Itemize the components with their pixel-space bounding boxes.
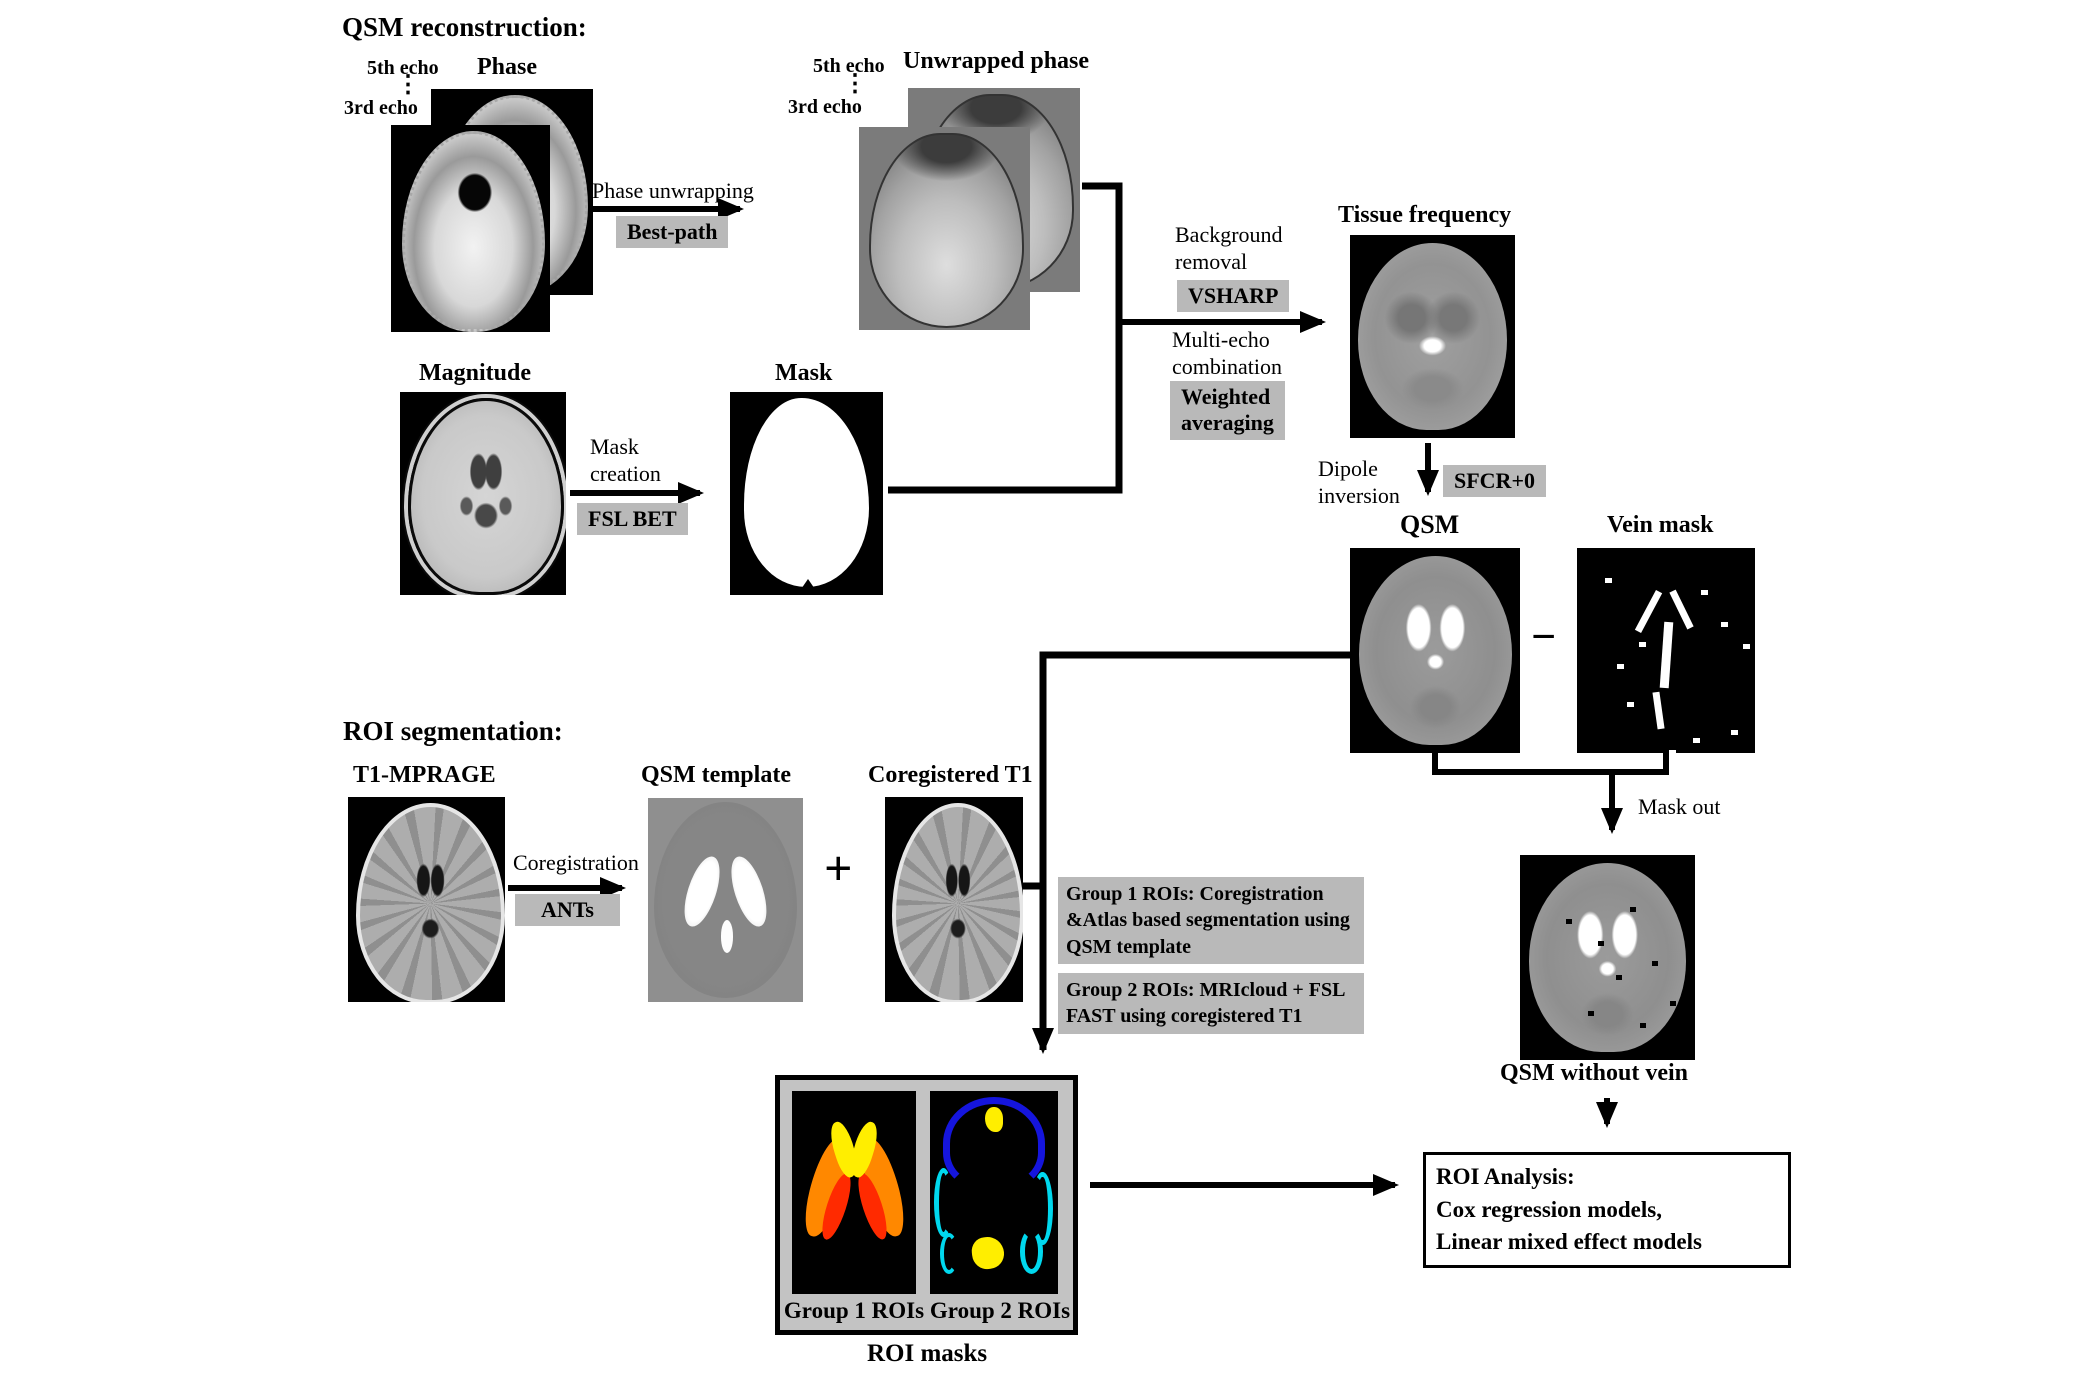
phase-brain-slice-icon bbox=[402, 131, 545, 332]
group2-rois-caption: Group 2 ROIs bbox=[929, 1298, 1071, 1323]
group1-rois-caption: Group 1 ROIs bbox=[783, 1298, 925, 1323]
weighted-averaging-line1: Weighted bbox=[1181, 384, 1271, 409]
section-heading-qsm-reconstruction: QSM reconstruction: bbox=[342, 12, 587, 42]
fsl-bet-method-box: FSL BET bbox=[577, 503, 688, 536]
qsm-brain-icon bbox=[1358, 556, 1512, 745]
vein-branch-icon bbox=[1669, 589, 1695, 630]
temporal-right-roi-icon bbox=[1032, 1172, 1053, 1246]
frontal-cortex-roi-icon bbox=[942, 1097, 1046, 1191]
qsm-image bbox=[1350, 548, 1520, 753]
t1-brain-icon bbox=[355, 803, 505, 1002]
background-removal-line1: Background bbox=[1175, 222, 1283, 247]
template-brain-icon bbox=[654, 802, 797, 998]
weighted-averaging-line2: averaging bbox=[1181, 410, 1274, 436]
group2-rois-image bbox=[930, 1091, 1058, 1294]
tissue-frequency-brain-icon bbox=[1358, 243, 1507, 430]
vsharp-method-box: VSHARP bbox=[1177, 280, 1290, 313]
mask-out-label: Mask out bbox=[1638, 794, 1721, 819]
unwrapped-phase-image-front bbox=[859, 127, 1030, 330]
roi-masks-panel: Group 1 ROIs Group 2 ROIs bbox=[775, 1075, 1078, 1335]
phase-title: Phase bbox=[477, 54, 537, 80]
magnitude-title: Magnitude bbox=[419, 360, 532, 386]
vein-trunk-icon bbox=[1660, 621, 1674, 688]
roi-analysis-line3: Linear mixed effect models bbox=[1436, 1229, 1702, 1255]
mask-creation-line2: creation bbox=[590, 460, 661, 486]
connector-qsm-vein-merge bbox=[1432, 753, 1669, 775]
anterior-yellow-roi-icon bbox=[985, 1107, 1003, 1132]
magnitude-image bbox=[400, 392, 566, 595]
multi-echo-line2: combination bbox=[1172, 353, 1282, 379]
unwrapped-echo-dots: ⋮ bbox=[843, 71, 867, 97]
vein-speckles-icon bbox=[1605, 578, 1612, 583]
qsm-title: QSM bbox=[1400, 510, 1460, 539]
coregistered-t1-image bbox=[885, 797, 1023, 1002]
qsm-template-image bbox=[648, 798, 803, 1002]
mask-image bbox=[730, 392, 883, 595]
roi-analysis-box: ROI Analysis: Cox regression models, Lin… bbox=[1423, 1152, 1791, 1268]
vein-branch-icon bbox=[1652, 691, 1665, 729]
multi-echo-label: Multi-echo combination bbox=[1172, 327, 1332, 381]
tissue-frequency-title: Tissue frequency bbox=[1338, 202, 1512, 228]
coregistered-t1-title: Coregistered T1 bbox=[868, 762, 1033, 788]
phase-unwrapping-label: Phase unwrapping bbox=[592, 178, 754, 203]
sfcr0-method-box: SFCR+0 bbox=[1443, 465, 1546, 498]
group1-method-box: Group 1 ROIs: Coregistration &Atlas base… bbox=[1058, 877, 1364, 965]
dipole-inversion-line2: inversion bbox=[1318, 482, 1400, 508]
qsm-without-vein-title: QSM without vein bbox=[1500, 1060, 1689, 1086]
tissue-frequency-image bbox=[1350, 235, 1515, 438]
unwrapped-echo5-label: 5th echo bbox=[813, 55, 885, 77]
magnitude-brain-icon bbox=[408, 398, 564, 595]
unwrapped-phase-title: Unwrapped phase bbox=[903, 48, 1090, 74]
phase-echo3-label: 3rd echo bbox=[344, 97, 418, 119]
qsm-without-vein-image bbox=[1520, 855, 1695, 1060]
t1-mprage-title: T1-MPRAGE bbox=[353, 762, 496, 788]
mask-title: Mask bbox=[775, 360, 833, 386]
vein-mask-image bbox=[1577, 548, 1755, 753]
occipital-left-roi-icon bbox=[940, 1233, 959, 1274]
brain-mask-blob-icon bbox=[743, 398, 870, 587]
unwrapped-brain-slice-icon bbox=[869, 133, 1024, 328]
roi-analysis-line2: Cox regression models, bbox=[1436, 1196, 1662, 1222]
dipole-inversion-label: Dipole inversion bbox=[1318, 456, 1428, 510]
ants-method-box: ANTs bbox=[515, 894, 620, 927]
group2-method-box: Group 2 ROIs: MRIcloud + FSL FAST using … bbox=[1058, 973, 1364, 1034]
midline-bright-spot-icon bbox=[720, 920, 734, 954]
phase-echo5-label: 5th echo bbox=[367, 57, 439, 79]
roi-masks-caption: ROI masks bbox=[867, 1340, 988, 1367]
weighted-averaging-method-box: Weighted averaging bbox=[1170, 381, 1285, 440]
occipital-right-roi-icon bbox=[1019, 1229, 1043, 1274]
phase-echo-dots: ⋮ bbox=[396, 72, 420, 98]
group1-rois-image bbox=[792, 1091, 916, 1294]
section-heading-roi-segmentation: ROI segmentation: bbox=[343, 716, 563, 746]
roi-analysis-line1: ROI Analysis: bbox=[1436, 1164, 1575, 1189]
removed-vein-specks-icon bbox=[1566, 919, 1572, 924]
dipole-inversion-line1: Dipole bbox=[1318, 456, 1378, 481]
unwrapped-echo3-label: 3rd echo bbox=[788, 96, 862, 118]
qsm-template-title: QSM template bbox=[641, 762, 791, 788]
best-path-method-box: Best-path bbox=[616, 216, 729, 249]
background-removal-line2: removal bbox=[1175, 248, 1248, 274]
t1-brain-icon bbox=[891, 803, 1023, 1002]
qsm-brain-icon bbox=[1528, 863, 1687, 1052]
temporal-left-roi-icon bbox=[933, 1168, 954, 1238]
mask-notch-icon bbox=[797, 568, 820, 595]
phase-image-front bbox=[391, 125, 550, 332]
minus-operator: − bbox=[1531, 612, 1557, 661]
posterior-yellow-roi-icon bbox=[970, 1235, 1006, 1272]
plus-operator: + bbox=[824, 840, 853, 896]
background-removal-label: Background removal bbox=[1175, 222, 1325, 276]
t1-mprage-image bbox=[348, 797, 505, 1002]
coregistration-label: Coregistration bbox=[513, 850, 639, 875]
multi-echo-line1: Multi-echo bbox=[1172, 327, 1270, 352]
mask-creation-label: Mask creation bbox=[590, 434, 710, 488]
mask-creation-line1: Mask bbox=[590, 434, 639, 459]
vein-branch-icon bbox=[1634, 589, 1662, 634]
vein-mask-title: Vein mask bbox=[1607, 512, 1714, 538]
